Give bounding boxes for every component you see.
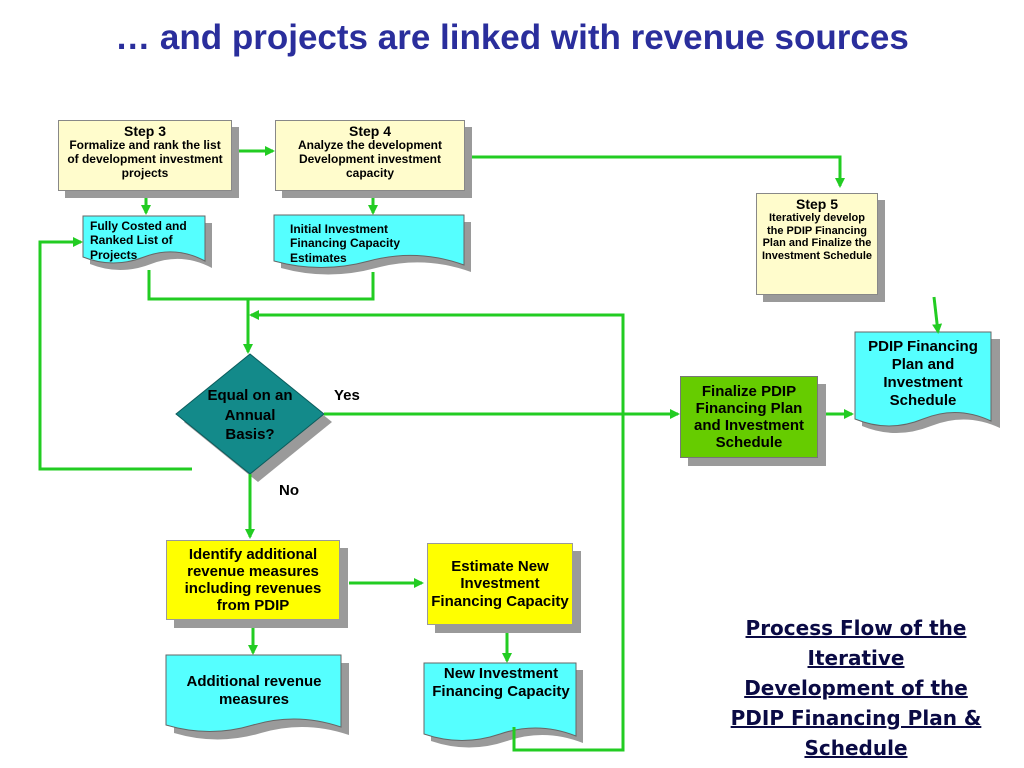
- decision-diamond-shape: [175, 353, 332, 482]
- decision-yes-label: Yes: [334, 387, 360, 404]
- doc-additional-revenue-shape: [165, 654, 349, 740]
- arrow-decision-loop-to-ranked-list: [38, 237, 192, 471]
- step4-description: Analyze the development Development inve…: [297, 138, 443, 180]
- step3-heading: Step 3: [123, 123, 166, 139]
- page-title: … and projects are linked with revenue s…: [115, 18, 909, 57]
- finalize-plan-text: Finalize PDIP Financing Plan and Investm…: [693, 382, 805, 452]
- step5-heading: Step 5: [795, 196, 838, 212]
- doc-pdip-plan-shape: [854, 331, 1000, 433]
- process-caption: Process Flow of the Iterative Developmen…: [730, 616, 982, 760]
- estimate-capacity-box: Estimate New Investment Financing Capaci…: [427, 543, 573, 625]
- new-capacity-doc-text: New Investment Financing Capacity: [432, 665, 570, 700]
- pdip-plan-doc-text: PDIP Financing Plan and Investment Sched…: [868, 338, 978, 409]
- ranked-list-doc-text: Fully Costed and Ranked List of Projects: [90, 219, 187, 262]
- additional-revenue-doc-text: Additional revenue measures: [186, 673, 322, 708]
- step3-description: Formalize and rank the list of developme…: [67, 138, 223, 180]
- identify-revenue-text: Identify additional revenue measures inc…: [184, 545, 322, 615]
- arrow-step5-to-pdip-plan: [932, 296, 943, 334]
- step3-box: Step 3 Formalize and rank the list of de…: [58, 120, 232, 191]
- initial-capacity-doc-text: Initial Investment Financing Capacity Es…: [290, 222, 401, 265]
- doc-initial-capacity-shape: [273, 214, 471, 275]
- doc-ranked-list-shape: [82, 215, 212, 270]
- decision-no-label: No: [279, 482, 299, 499]
- connectors: [38, 146, 943, 752]
- step4-box: Step 4 Analyze the development Developme…: [275, 120, 465, 191]
- step4-heading: Step 4: [348, 123, 391, 139]
- connector-docs-merge: [147, 270, 375, 301]
- finalize-plan-box: Finalize PDIP Financing Plan and Investm…: [680, 376, 818, 458]
- decision-text: Equal on an Annual Basis?: [207, 387, 293, 443]
- identify-revenue-box: Identify additional revenue measures inc…: [166, 540, 340, 620]
- estimate-capacity-text: Estimate New Investment Financing Capaci…: [431, 558, 569, 610]
- arrow-new-capacity-loop-to-merge: [249, 310, 625, 752]
- step5-description: Iteratively develop the PDIP Financing P…: [761, 212, 873, 263]
- step5-box: Step 5 Iteratively develop the PDIP Fina…: [756, 193, 878, 295]
- doc-new-capacity-shape: [423, 662, 583, 748]
- arrow-step4-to-step5: [470, 155, 845, 188]
